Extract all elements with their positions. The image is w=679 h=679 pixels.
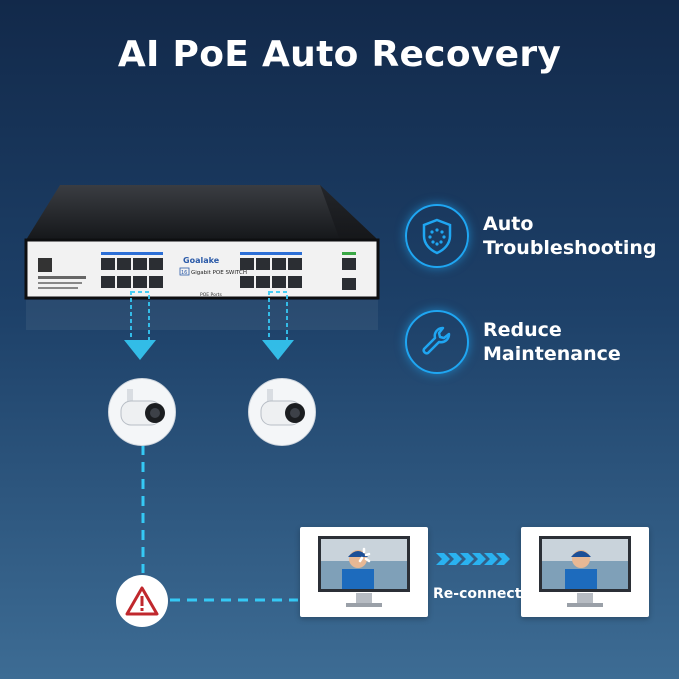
reconnect-label: Re-connect: [433, 586, 522, 602]
feature-auto-troubleshooting: Auto Troubleshooting: [405, 204, 657, 268]
monitor-disconnected: [300, 527, 428, 617]
feature-line: Auto: [483, 213, 534, 235]
switch-model-badge: 16: [181, 270, 187, 276]
feature-text: Reduce Maintenance: [483, 318, 621, 366]
monitor-icon: [318, 536, 410, 607]
feature-line: Reduce: [483, 319, 562, 341]
feature-line: Maintenance: [483, 343, 621, 365]
page-title: AI PoE Auto Recovery: [117, 34, 562, 75]
warning-icon: [125, 586, 159, 616]
camera-right: [248, 378, 316, 446]
feature-reduce-maintenance: Reduce Maintenance: [405, 310, 621, 374]
wrench-icon: [405, 310, 469, 374]
camera-icon: [260, 389, 305, 426]
feature-line: Troubleshooting: [483, 237, 657, 259]
monitor-icon: [539, 536, 631, 607]
monitor-reconnected: [521, 527, 649, 617]
warning-badge: [116, 575, 168, 627]
shield-icon: [405, 204, 469, 268]
switch-brand: Goalake: [183, 256, 220, 265]
switch-ports-label: POE Ports: [200, 292, 222, 298]
feature-text: Auto Troubleshooting: [483, 212, 657, 260]
camera-left: [108, 378, 176, 446]
camera-icon: [120, 389, 165, 426]
switch-model-label: Gigabit POE SWITCH: [191, 270, 247, 276]
